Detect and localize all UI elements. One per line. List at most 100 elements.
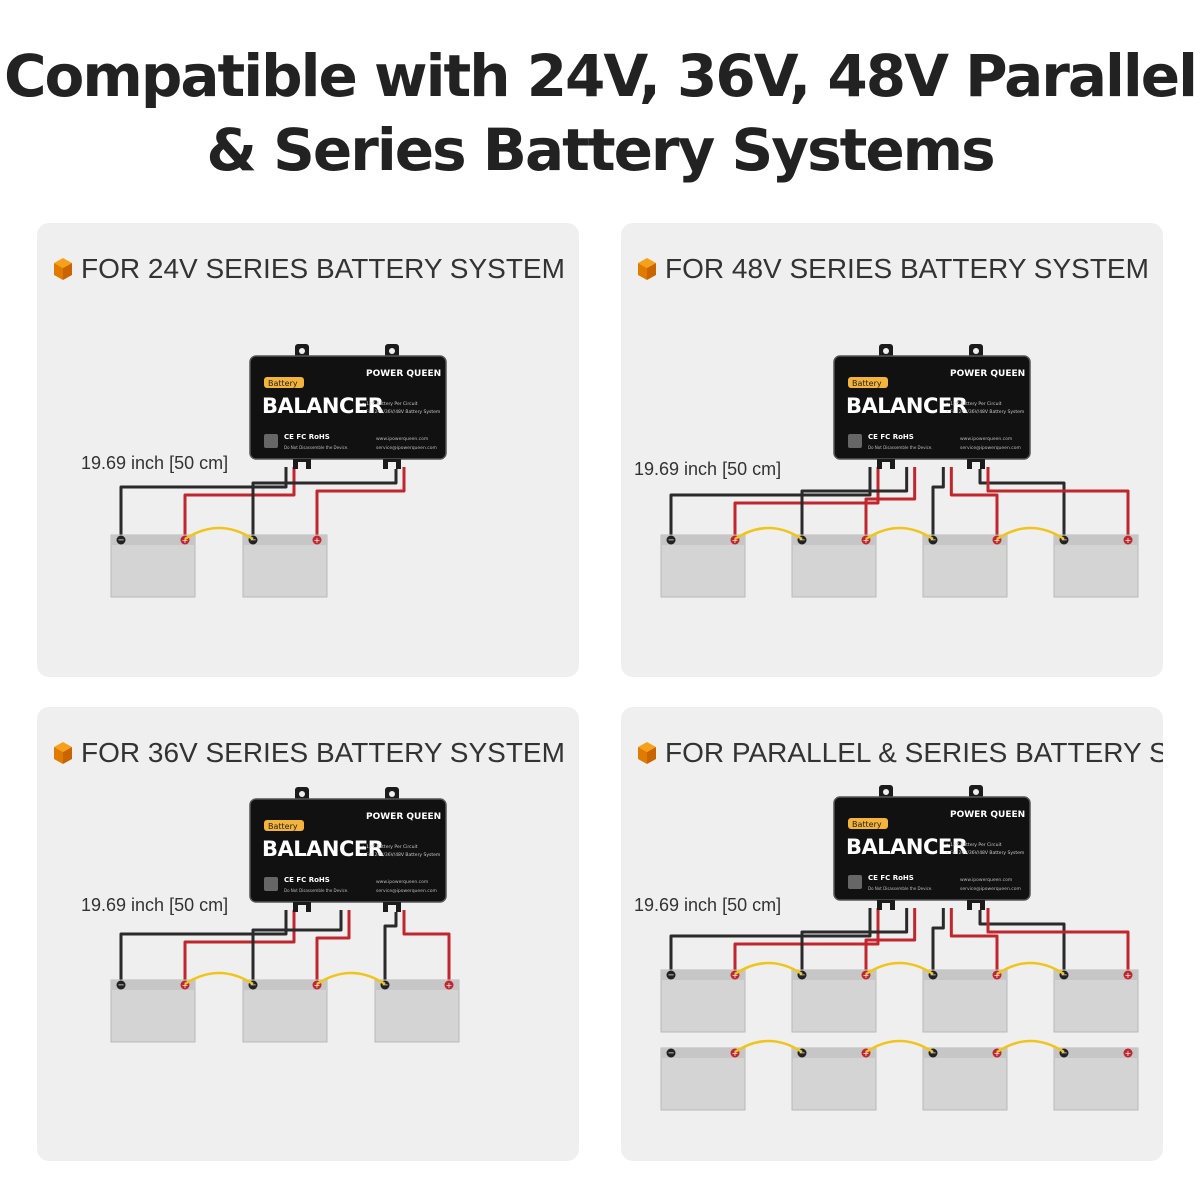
negative-terminal-label: − [1061,1049,1068,1058]
red-wire [864,467,917,535]
negative-terminal [116,535,126,545]
negative-terminal-label: − [668,536,675,545]
device-warning: Do Not Disassemble the Device. [284,445,349,450]
battery-body [922,534,1008,598]
device-badge-bg [264,377,304,388]
connector-slot [388,462,396,469]
battery-top [1054,1048,1138,1058]
device-name: BALANCER [846,394,968,418]
battery-body [791,1047,877,1111]
negative-terminal [116,980,126,990]
device-logo-mark [848,875,862,889]
connector-slot [298,905,306,912]
device-website: www.ipowerqueen.com [960,877,1012,883]
device-name: BALANCER [262,394,384,418]
device-logo-mark [264,877,278,891]
positive-terminal-label: + [182,536,189,545]
device-brand: POWER QUEEN [950,369,1025,379]
series-jumper [865,1039,934,1054]
orange-cube-icon [54,742,72,764]
device-badge: Battery [268,379,298,388]
orange-cube-icon [638,258,656,280]
battery: −+ [791,534,877,598]
negative-terminal-label: − [382,981,389,990]
battery-body [374,979,460,1043]
wire-length-label: 19.69 inch [50 cm] [634,895,782,915]
battery-top [1054,535,1138,545]
panel-title: FOR 48V SERIES BATTERY SYSTEM [637,253,1149,285]
wire-length-label: 19.69 inch [50 cm] [81,453,229,473]
positive-terminal-label: + [994,971,1001,980]
red-wire [949,908,999,970]
black-wire [119,910,288,980]
connector-slot [298,462,306,469]
device-email: service@ipowerqueen.com [960,886,1021,892]
series-jumper [865,961,934,976]
negative-terminal-label: − [1061,971,1068,980]
battery-top [923,970,1007,980]
battery: −+ [110,534,196,598]
device-spec-2: • For 24V/36V/48V Battery System [362,852,440,858]
device-spec-1: • 12V Battery Per Circuit [946,842,1002,848]
device-certs: CE FC RoHS [284,876,330,884]
positive-terminal-label: + [1125,1049,1132,1058]
panel-title: FOR PARALLEL & SERIES BATTERY SYSTEM [637,737,1163,769]
device-badge-bg [848,377,888,388]
black-wire [800,908,909,970]
device-badge: Battery [852,820,882,829]
black-wire [669,467,872,535]
mounting-hole [973,348,979,354]
series-jumper [996,1039,1065,1054]
battery: −+ [660,1047,746,1111]
series-jumper [734,526,803,541]
panel-title: FOR 24V SERIES BATTERY SYSTEM [53,253,565,285]
red-wire [315,467,406,535]
battery-top [243,980,327,990]
battery: −+ [374,979,460,1043]
battery: −+ [1053,1047,1139,1111]
black-wire [251,910,343,980]
panel-title: FOR 36V SERIES BATTERY SYSTEM [53,737,565,769]
panel-parallel-series: FOR PARALLEL & SERIES BATTERY SYSTEM 19.… [621,707,1163,1161]
negative-terminal-label: − [930,971,937,980]
connector-slot [882,462,890,469]
battery-top [111,980,195,990]
mounting-hole [299,348,305,354]
headline-line-2: & Series Battery Systems [206,116,995,184]
battery: −+ [791,1047,877,1111]
device-spec-2: • For 24V/36V/48V Battery System [946,850,1024,856]
device-brand: POWER QUEEN [366,369,441,379]
panel-36v: FOR 36V SERIES BATTERY SYSTEM 19.69 inch… [37,707,579,1161]
battery-top [792,970,876,980]
device-certs: CE FC RoHS [868,433,914,441]
connector-slot [972,903,980,910]
positive-terminal-label: + [863,1049,870,1058]
device-email: service@ipowerqueen.com [376,888,437,894]
mounting-hole [389,791,395,797]
battery-top [923,535,1007,545]
battery-body [922,1047,1008,1111]
device-badge: Battery [852,379,882,388]
wiring-diagram: −+−+−+−+−+−+−+−+POWER QUEENBatteryBALANC… [660,785,1139,1111]
negative-terminal-label: − [930,536,937,545]
red-wire [864,908,917,970]
mounting-hole [973,789,979,795]
battery-body [110,979,196,1043]
connector-slot [972,462,980,469]
battery-top [375,980,459,990]
device-spec-1: • 12V Battery Per Circuit [362,844,418,850]
panel-title-text: FOR 48V SERIES BATTERY SYSTEM [665,253,1149,284]
battery: −+ [1053,534,1139,598]
negative-terminal [666,535,676,545]
negative-terminal-label: − [1061,536,1068,545]
battery-body [1053,969,1139,1033]
positive-terminal [444,980,454,990]
series-jumper [184,971,254,986]
positive-terminal-label: + [1125,536,1132,545]
positive-terminal-label: + [994,536,1001,545]
series-jumper [184,526,254,541]
orange-cube-icon [638,742,656,764]
